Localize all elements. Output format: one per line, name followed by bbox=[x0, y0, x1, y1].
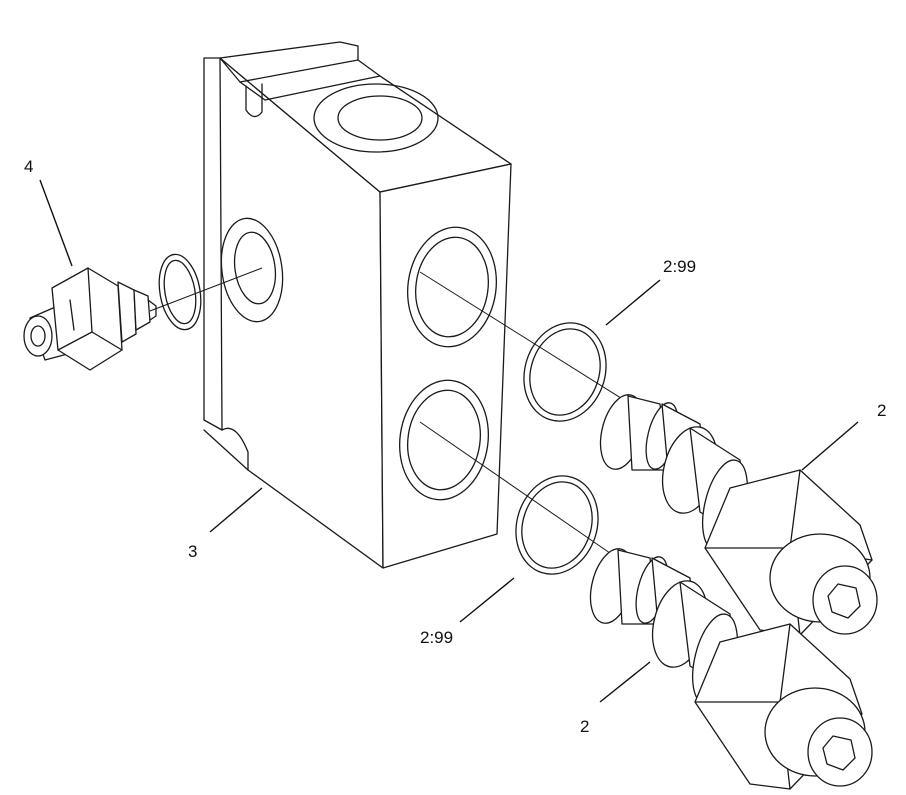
leader-line-item-3 bbox=[209, 487, 263, 533]
fitting-item-4 bbox=[23, 267, 157, 371]
leader-line-seal-upper bbox=[605, 279, 661, 326]
valve-body-front-port-upper bbox=[406, 226, 498, 348]
callout-item-4: 4 bbox=[24, 157, 33, 176]
leader-line-item-4 bbox=[39, 179, 73, 267]
axis-line-item-4 bbox=[149, 267, 263, 312]
valve-body-side-port bbox=[220, 217, 284, 323]
cartridge-valve-lower bbox=[589, 548, 873, 790]
valve-body-front-port-lower bbox=[398, 379, 490, 501]
callout-item-2-lower: 2 bbox=[580, 717, 589, 736]
valve-body-front-face bbox=[379, 163, 512, 569]
axis-line-lower bbox=[419, 421, 621, 561]
leader-line-item-2-upper bbox=[801, 421, 859, 471]
leader-line-seal-lower bbox=[459, 577, 515, 623]
leader-line-item-2-lower bbox=[599, 661, 651, 703]
seal-ring-upper bbox=[523, 322, 607, 422]
valve-body-top-port bbox=[313, 83, 439, 153]
valve-body bbox=[203, 41, 512, 569]
callout-seal-lower: 2:99 bbox=[420, 628, 453, 647]
seal-ring-lower bbox=[515, 475, 599, 575]
o-ring-item-4 bbox=[158, 253, 202, 331]
callout-seal-upper: 2:99 bbox=[663, 257, 696, 276]
axis-line-upper bbox=[419, 271, 641, 411]
callout-item-2-upper: 2 bbox=[877, 401, 886, 420]
valve-body-left-face bbox=[219, 57, 384, 569]
cartridge-valve-upper bbox=[599, 394, 878, 636]
callout-item-3: 3 bbox=[188, 542, 197, 561]
